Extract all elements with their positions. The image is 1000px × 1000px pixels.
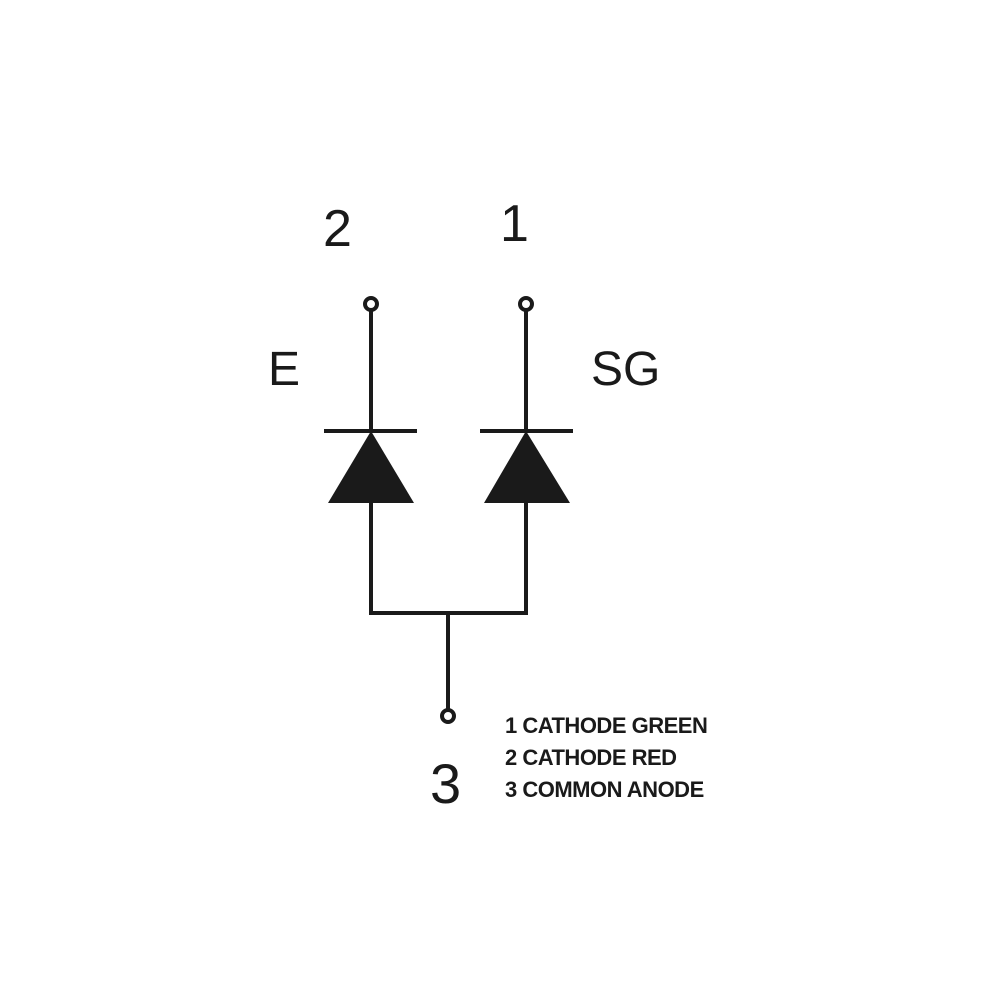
pin-1-label: SG: [591, 343, 661, 396]
pin-2-terminal: [363, 296, 379, 312]
diode-green-triangle-icon: [484, 431, 570, 503]
pin-2-number: 2: [323, 200, 352, 258]
pin-1-number: 1: [500, 195, 529, 253]
legend-item: 1 CATHODE GREEN: [505, 713, 708, 738]
legend-item: 2 CATHODE RED: [505, 745, 677, 770]
pin-3-number: 3: [430, 752, 462, 815]
pin-2-label: E: [268, 343, 301, 396]
diode-red-triangle-icon: [328, 431, 414, 503]
pin-1-terminal: [518, 296, 534, 312]
pin-legend: 1 CATHODE GREEN 2 CATHODE RED 3 COMMON A…: [505, 710, 708, 806]
pin-3-terminal: [440, 708, 456, 724]
legend-item: 3 COMMON ANODE: [505, 777, 704, 802]
